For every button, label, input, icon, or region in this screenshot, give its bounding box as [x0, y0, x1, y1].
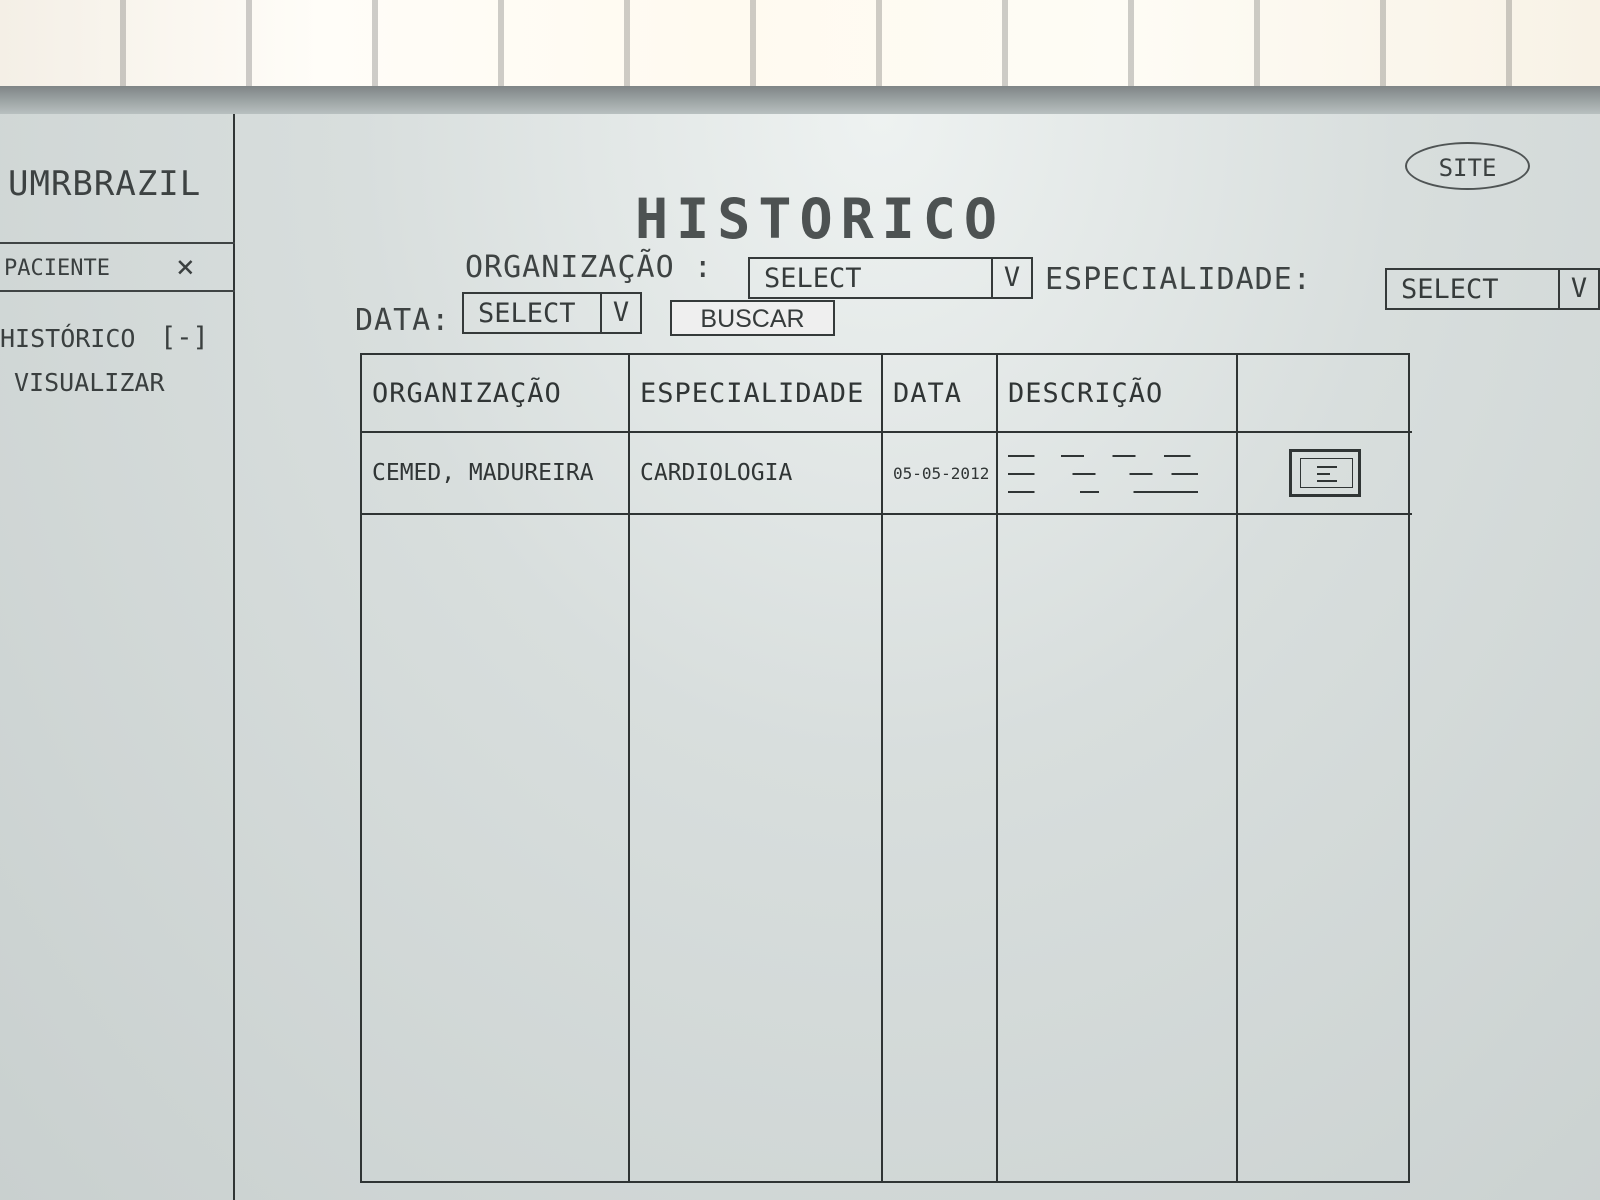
whiteboard — [0, 114, 1600, 1200]
close-icon[interactable]: × — [176, 249, 195, 285]
table-cell-organization: CEMED, MADUREIRA — [362, 433, 630, 515]
table-empty-column-description — [998, 515, 1238, 1181]
organization-label: ORGANIZAÇÃO : — [465, 250, 713, 285]
date-select[interactable]: SELECT V — [462, 292, 642, 334]
table-empty-column-specialty — [630, 515, 883, 1181]
specialty-select[interactable]: SELECT V — [1385, 268, 1600, 310]
table-cell-description — [998, 433, 1238, 515]
window-background — [0, 0, 1600, 92]
patient-row[interactable]: PACIENTE × — [0, 242, 235, 292]
date-label: DATA: — [355, 303, 451, 338]
document-icon[interactable] — [1289, 449, 1361, 497]
patient-label: PACIENTE — [4, 256, 110, 281]
table-cell-action — [1238, 433, 1412, 515]
organization-select[interactable]: SELECT V — [748, 257, 1033, 299]
window-bars — [0, 0, 1600, 92]
table-header-specialty: ESPECIALIDADE — [630, 355, 883, 433]
table-empty-column-organization — [362, 515, 630, 1181]
table-header-action — [1238, 355, 1412, 433]
chevron-down-icon[interactable]: V — [1558, 270, 1598, 308]
table-empty-column-date — [883, 515, 998, 1181]
date-select-value: SELECT — [478, 297, 576, 329]
description-placeholder-lines — [1008, 448, 1198, 498]
organization-select-value: SELECT — [764, 262, 862, 294]
site-button[interactable]: SITE — [1405, 142, 1530, 190]
chevron-down-icon[interactable]: V — [600, 294, 640, 332]
table-header-organization: ORGANIZAÇÃO — [362, 355, 630, 433]
whiteboard-frame — [0, 86, 1600, 114]
table-empty-column-action — [1238, 515, 1412, 1181]
page-title: HISTORICO — [635, 186, 1006, 251]
table-cell-specialty: CARDIOLOGIA — [630, 433, 883, 515]
specialty-label: ESPECIALIDADE: — [1045, 262, 1312, 297]
table-header-date: DATA — [883, 355, 998, 433]
brand-logo: UMRBRAZIL — [8, 164, 202, 204]
table-cell-date: 05-05-2012 — [883, 433, 998, 515]
collapse-icon[interactable]: [-] — [160, 322, 209, 353]
sidebar: UMRBRAZIL PACIENTE × HISTÓRICO [-] VISUA… — [0, 114, 235, 1200]
sidebar-item-view[interactable]: VISUALIZAR — [14, 368, 165, 397]
history-table: ORGANIZAÇÃO ESPECIALIDADE DATA DESCRIÇÃO… — [360, 353, 1412, 1183]
table-header-description: DESCRIÇÃO — [998, 355, 1238, 433]
search-button[interactable]: BUSCAR — [670, 300, 835, 336]
chevron-down-icon[interactable]: V — [991, 259, 1031, 297]
specialty-select-value: SELECT — [1401, 273, 1499, 305]
sidebar-item-history[interactable]: HISTÓRICO — [0, 324, 136, 353]
